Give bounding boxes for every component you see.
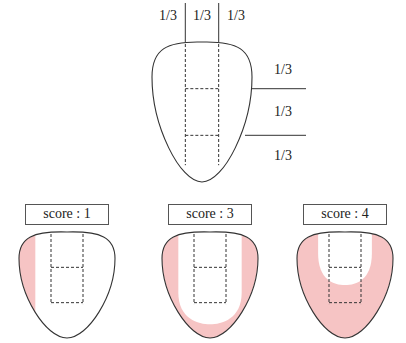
division-line xyxy=(185,3,186,42)
grid-line xyxy=(218,44,219,165)
clear-area xyxy=(178,229,241,324)
score-text: score : 3 xyxy=(186,206,233,221)
grid-line xyxy=(185,88,218,89)
coating-area xyxy=(17,230,35,319)
grid-line xyxy=(185,44,186,165)
tongue-figure xyxy=(297,229,393,338)
clear-area xyxy=(318,229,372,285)
grid-line xyxy=(51,267,83,268)
grid-line xyxy=(194,267,226,268)
score-box: score : 4 xyxy=(303,204,387,225)
division-line xyxy=(218,3,219,42)
score-box: score : 3 xyxy=(168,204,252,225)
tongue-fill xyxy=(152,42,252,182)
grid-line xyxy=(194,234,195,304)
grid-line xyxy=(185,135,218,136)
grid-line xyxy=(329,302,361,303)
tongue-figure xyxy=(162,229,258,338)
fraction-label: 1/3 xyxy=(193,8,211,24)
tongue-figure xyxy=(152,42,252,182)
fraction-label: 1/3 xyxy=(274,62,292,78)
grid-line xyxy=(361,234,362,304)
score-box: score : 1 xyxy=(25,204,109,225)
fraction-label: 1/3 xyxy=(159,8,177,24)
division-line xyxy=(251,88,306,89)
grid-line xyxy=(51,302,83,303)
grid-line xyxy=(329,234,330,304)
score-text: score : 4 xyxy=(321,206,368,221)
tongue-outline xyxy=(19,232,115,338)
division-line xyxy=(245,135,306,136)
fraction-label: 1/3 xyxy=(274,148,292,164)
grid-line xyxy=(83,234,84,304)
grid-line xyxy=(51,234,52,304)
score-text: score : 1 xyxy=(43,206,90,221)
grid-line xyxy=(194,302,226,303)
fraction-label: 1/3 xyxy=(274,104,292,120)
tongue-figure xyxy=(17,230,115,338)
division-lines xyxy=(185,3,306,135)
tongue-outline xyxy=(162,232,258,338)
fraction-label: 1/3 xyxy=(227,8,245,24)
grid-line xyxy=(226,234,227,304)
grid-line xyxy=(329,267,361,268)
tongue-outline xyxy=(152,42,252,182)
tongue-outline xyxy=(297,232,393,338)
